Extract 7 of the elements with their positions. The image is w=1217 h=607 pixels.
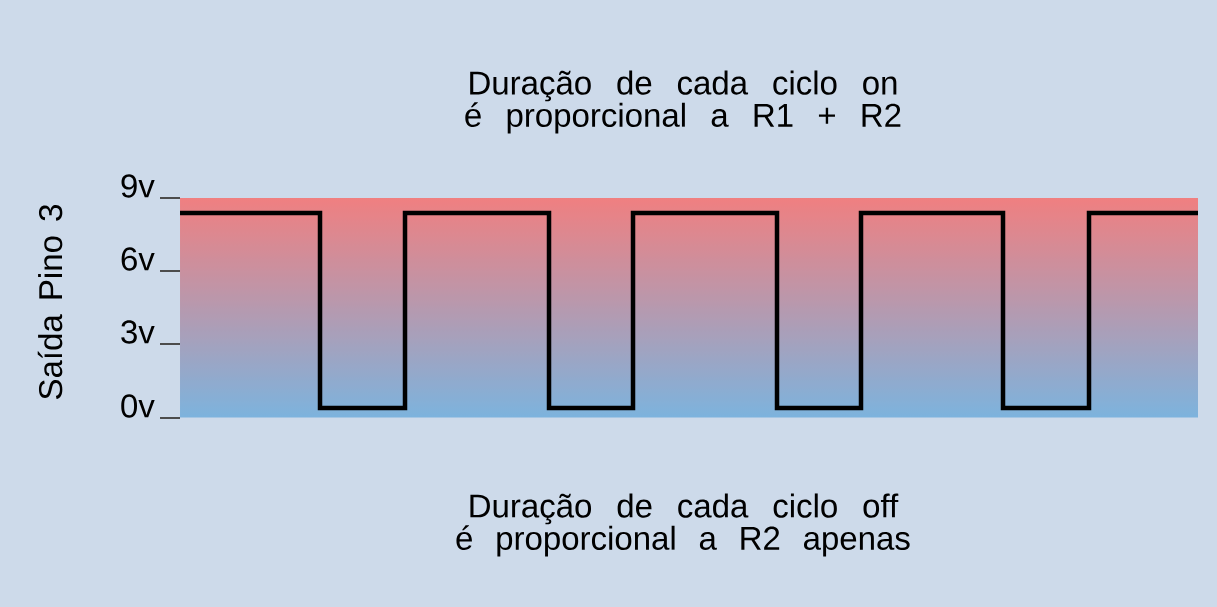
tick-label: 3v [121,320,155,344]
axis-label: Saída Pino 3 [37,204,63,399]
caption-text: Duração de cada ciclo on é proporcional a R1 + R2 [465,70,901,134]
tick-label: 0v [121,394,155,418]
caption-text: Duração de cada ciclo off é proporcional a R2 apenas [456,493,910,557]
tick-label: 9v [121,174,155,198]
tick-label: 6v [121,247,155,271]
